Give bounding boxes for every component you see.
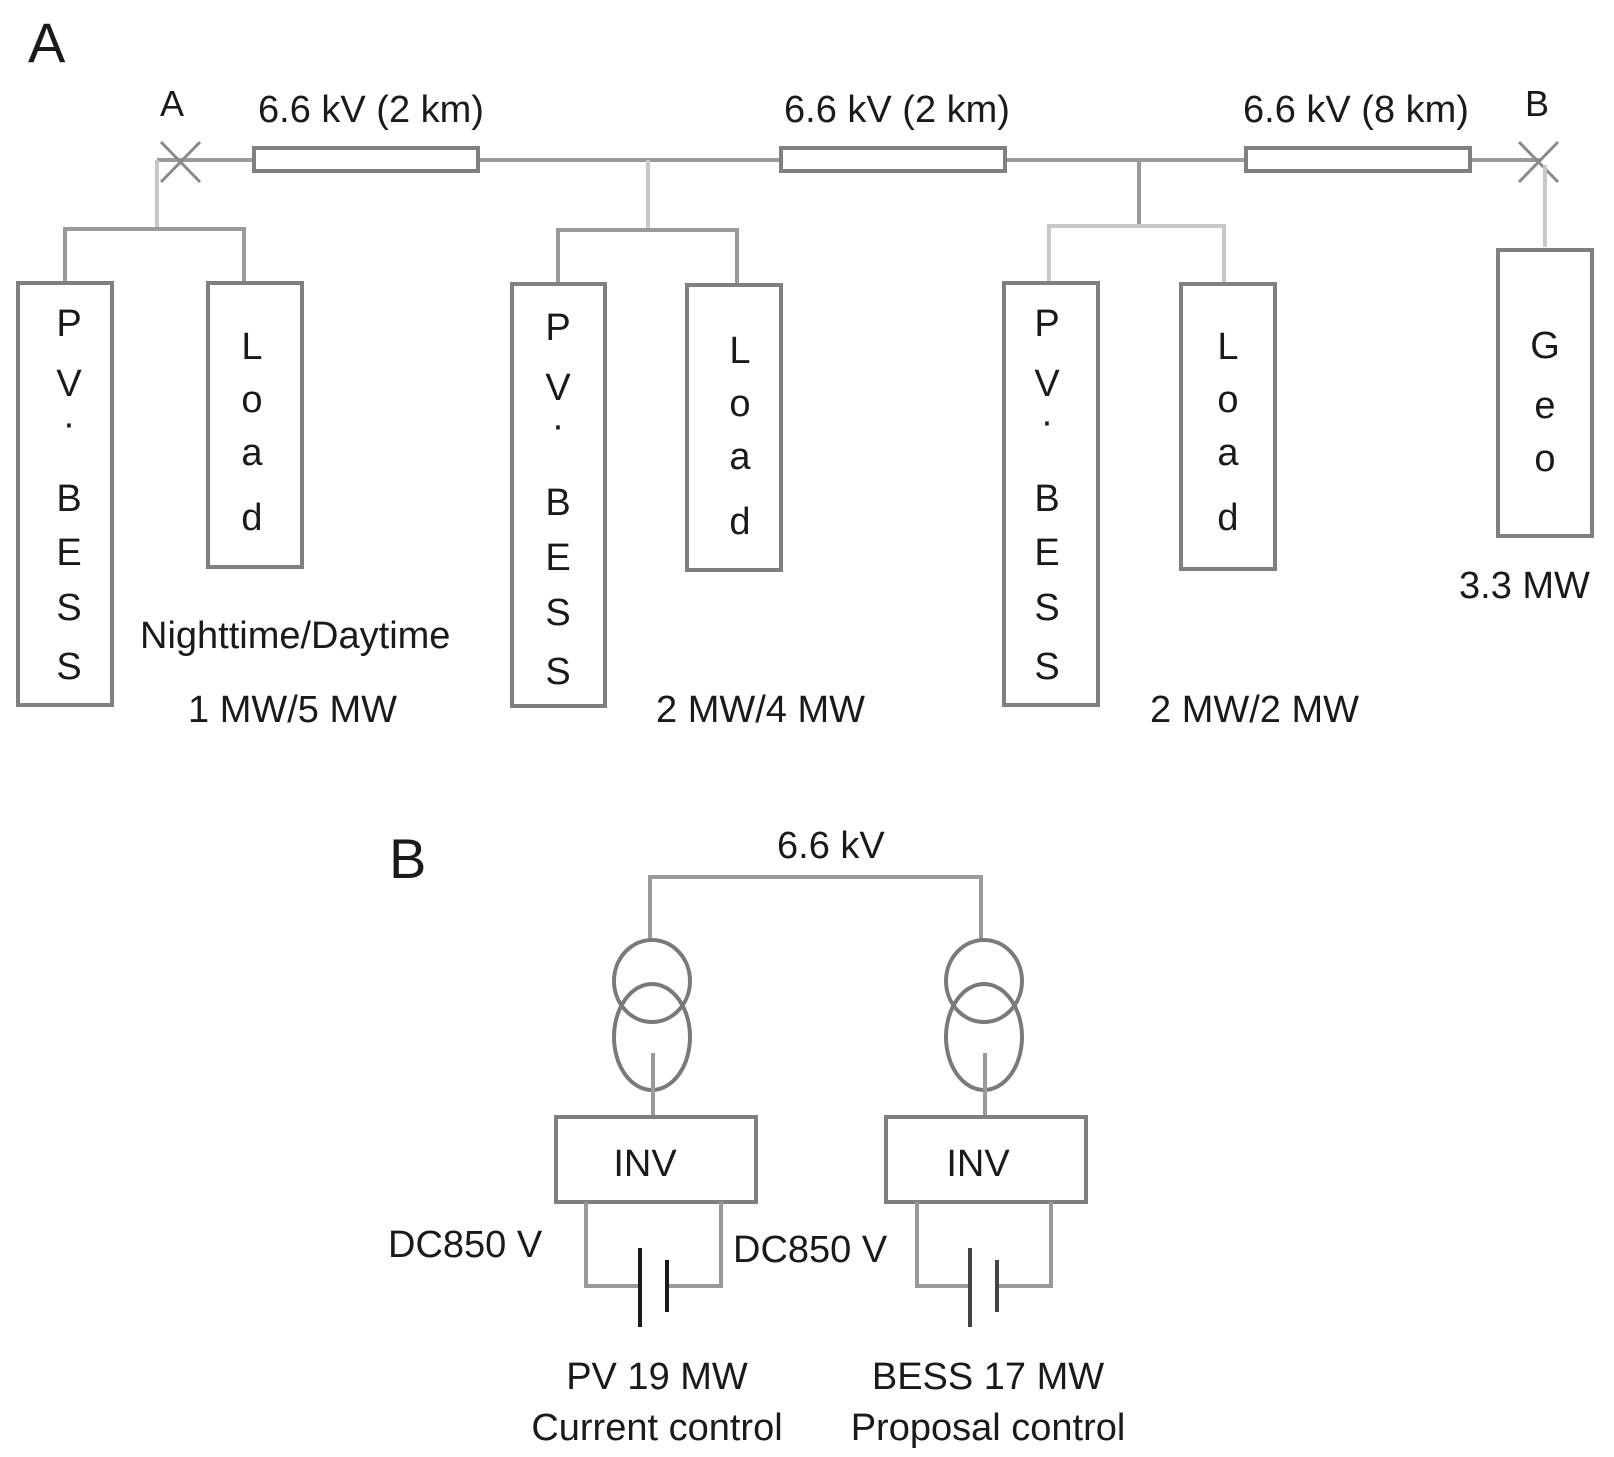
load-time-note: Nighttime/Daytime — [140, 615, 450, 657]
dc-link-1-right — [666, 1202, 723, 1288]
inverter-2-label: INV — [946, 1143, 1010, 1185]
load-1-label: L o a d — [241, 326, 263, 539]
feeder-1 — [63, 160, 246, 283]
svg-text:E: E — [545, 537, 570, 579]
line-1-impedance — [252, 146, 480, 173]
svg-text:S: S — [545, 651, 570, 693]
geo-label: G e o — [1530, 325, 1560, 480]
pv-bess-3-box — [1002, 281, 1100, 707]
svg-text:·: · — [1041, 401, 1054, 443]
svg-text:B: B — [56, 478, 81, 520]
bess-control-label: Proposal control — [851, 1407, 1126, 1449]
load-3-label: L o a d — [1217, 326, 1239, 539]
geo-caption: 3.3 MW — [1459, 565, 1590, 607]
pv-battery-icon — [638, 1248, 669, 1327]
pv-bess-2-box — [510, 282, 607, 708]
geo-box — [1496, 248, 1594, 538]
group-1-caption: 1 MW/5 MW — [188, 689, 397, 731]
pv-bess-3-label: P V · B E S S — [1034, 303, 1060, 688]
svg-text:·: · — [552, 405, 565, 447]
bess-rating-label: BESS 17 MW — [872, 1356, 1104, 1398]
panel-b-bus — [648, 875, 983, 942]
svg-text:·: · — [63, 403, 76, 445]
node-a-label: A — [160, 83, 184, 124]
dc-link-2-left — [915, 1202, 970, 1288]
load-1-box — [206, 281, 304, 569]
node-b-label: B — [1525, 83, 1549, 124]
feeder-3 — [1047, 160, 1226, 283]
line-3-label: 6.6 kV (8 km) — [1243, 89, 1469, 131]
svg-text:V: V — [56, 363, 82, 405]
svg-text:d: d — [729, 501, 750, 543]
svg-text:o: o — [1534, 438, 1555, 480]
svg-text:o: o — [1217, 379, 1238, 421]
line-1-label: 6.6 kV (2 km) — [258, 89, 484, 131]
pv-rating-label: PV 19 MW — [566, 1356, 748, 1398]
svg-text:L: L — [1217, 326, 1238, 368]
svg-text:a: a — [241, 432, 263, 474]
group-3-caption: 2 MW/2 MW — [1150, 689, 1359, 731]
svg-text:L: L — [729, 330, 750, 372]
inverter-1-box — [554, 1115, 758, 1204]
inverter-1-label: INV — [613, 1143, 677, 1185]
pv-control-label: Current control — [531, 1407, 782, 1449]
line-2-impedance — [779, 146, 1007, 173]
svg-text:B: B — [1034, 478, 1059, 520]
svg-text:E: E — [56, 532, 81, 574]
panel-b-label: B — [389, 827, 426, 890]
bess-battery-icon — [968, 1248, 999, 1327]
svg-text:e: e — [1534, 385, 1555, 427]
bus-voltage-label: 6.6 kV — [777, 825, 885, 867]
breaker-a-icon — [159, 140, 202, 184]
pv-bess-1-box — [16, 281, 114, 707]
svg-text:P: P — [56, 303, 81, 345]
svg-text:S: S — [1034, 587, 1059, 629]
dc-link-2-right — [996, 1202, 1053, 1288]
dc-voltage-1-label: DC850 V — [388, 1224, 543, 1266]
feeder-2 — [556, 160, 739, 284]
svg-text:E: E — [1034, 532, 1059, 574]
svg-text:d: d — [241, 497, 262, 539]
inverter-2-box — [884, 1115, 1088, 1204]
svg-text:o: o — [729, 383, 750, 425]
breaker-b-icon — [1517, 140, 1560, 184]
svg-text:B: B — [545, 482, 570, 524]
svg-text:P: P — [1034, 303, 1059, 345]
svg-text:a: a — [729, 436, 751, 478]
svg-text:S: S — [545, 592, 570, 634]
svg-text:o: o — [241, 379, 262, 421]
load-2-box — [685, 283, 783, 572]
svg-text:P: P — [545, 307, 570, 349]
svg-text:L: L — [241, 326, 262, 368]
line-2-label: 6.6 kV (2 km) — [784, 89, 1010, 131]
pv-bess-2-label: P V · B E S S — [545, 307, 571, 693]
load-3-box — [1179, 282, 1277, 571]
svg-text:G: G — [1530, 325, 1560, 367]
load-2-label: L o a d — [729, 330, 751, 543]
svg-text:a: a — [1217, 432, 1239, 474]
panel-a-label: A — [28, 11, 66, 74]
dc-voltage-2-label: DC850 V — [733, 1229, 888, 1271]
svg-text:S: S — [1034, 646, 1059, 688]
svg-text:S: S — [56, 646, 81, 688]
group-2-caption: 2 MW/4 MW — [656, 689, 865, 731]
svg-text:S: S — [56, 587, 81, 629]
line-3-impedance — [1244, 146, 1472, 173]
dc-link-1-left — [584, 1202, 640, 1288]
svg-text:d: d — [1217, 497, 1238, 539]
svg-text:V: V — [1034, 363, 1060, 405]
pv-bess-1-label: P V · B E S S — [56, 303, 82, 688]
svg-text:V: V — [545, 367, 571, 409]
